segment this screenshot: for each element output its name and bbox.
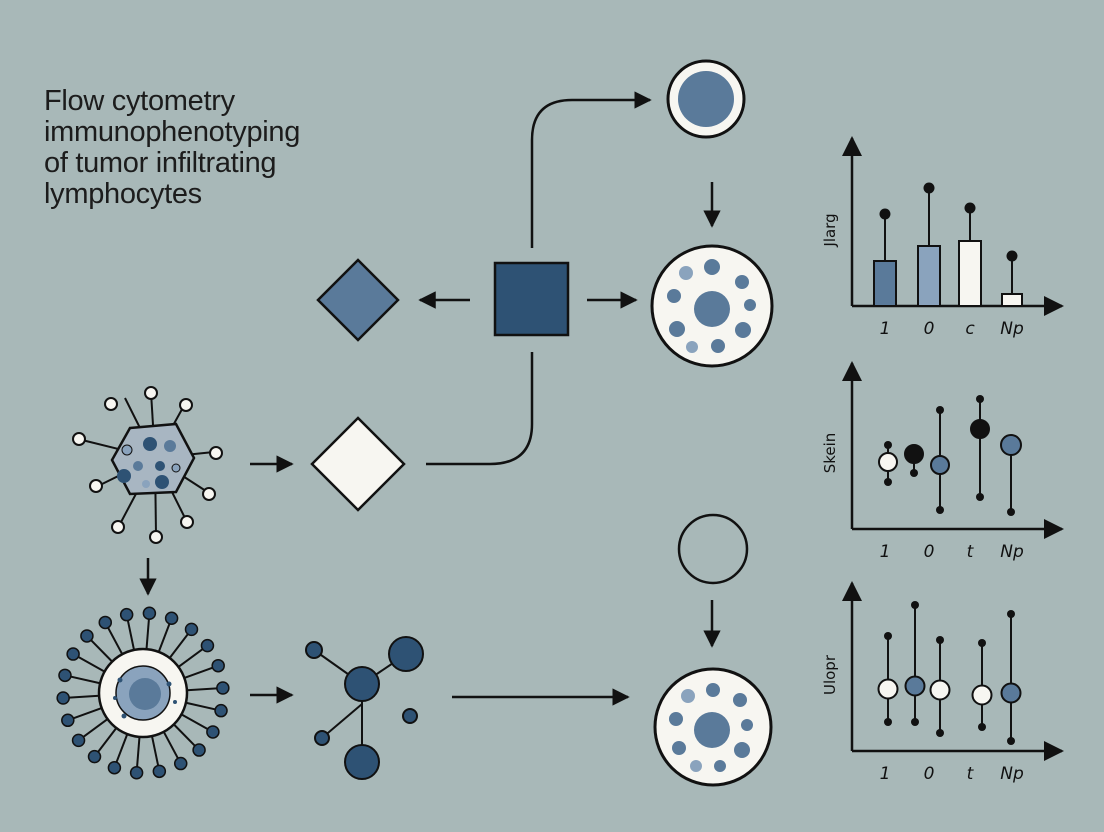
receptor-head [153,765,165,777]
receptor-head [166,612,178,624]
data-point [973,686,992,705]
data-point [879,453,897,471]
range-cap [976,493,984,501]
data-point [1001,435,1021,455]
receptor-head [143,607,155,619]
range-cap [976,395,984,403]
range-cap [936,729,944,737]
connector-diamond-to-square [426,352,532,464]
receptor-head [57,692,69,704]
receptor-head [175,758,187,770]
receptor-head [108,762,120,774]
receptor-head [215,705,227,717]
range-cap [884,478,892,486]
data-point [1002,684,1021,703]
y-axis-label: Jlarg [821,213,839,247]
range-cap [884,632,892,640]
chart-3: Ulopr 1 0 t Np [821,583,1062,784]
range-cap [884,441,892,449]
data-point [906,677,925,696]
x-tick-label: 1 [880,764,891,784]
whisker-cap [965,203,976,214]
range-cap [936,506,944,514]
speckled-cell-top [652,246,772,366]
receptor-head [89,751,101,763]
bar [874,261,896,306]
receptor-head [201,640,213,652]
range-cap [910,469,918,477]
range-cap [978,723,986,731]
receptor-head [99,616,111,628]
data-point [905,445,923,463]
range-cap [911,718,919,726]
range-cap [1007,610,1015,618]
x-tick-label: Np [1000,542,1024,562]
data-point [931,681,950,700]
receptor-head [62,714,74,726]
bar [959,241,981,306]
tumor-cell-icon [73,387,222,543]
receptor-head [131,767,143,779]
bar [1002,294,1022,306]
receptor-head [59,669,71,681]
molecule-network-icon [306,637,423,779]
x-tick-label: 0 [924,319,935,339]
whisker-cap [924,183,935,194]
empty-cell-icon [679,515,747,583]
whisker-cap [1007,251,1018,262]
top-cell-icon [668,61,744,137]
chart-2: Skein 1 0 t Np [821,363,1062,562]
x-tick-label: t [967,542,975,562]
x-tick-label: t [967,764,975,784]
x-tick-label: c [965,319,975,339]
x-tick-label: 1 [880,542,891,562]
receptor-head [73,734,85,746]
receptor-head [81,630,93,642]
whisker-cap [880,209,891,220]
range-cap [911,601,919,609]
blue-diamond [318,260,398,340]
receptor-head [207,726,219,738]
connector-square-to-top-cell [532,100,650,248]
speckled-cell-bottom [655,669,771,785]
x-tick-label: Np [1000,764,1024,784]
x-tick-label: Np [1000,319,1024,339]
receptor-head [212,660,224,672]
receptor-head [121,609,133,621]
range-cap [884,718,892,726]
x-tick-label: 0 [924,542,935,562]
bar [918,246,940,306]
receptor-head [67,648,79,660]
range-cap [936,406,944,414]
x-tick-label: 1 [880,319,891,339]
range-cap [936,636,944,644]
x-tick-label: 0 [924,764,935,784]
y-axis-label: Ulopr [821,654,839,695]
data-point [971,420,989,438]
data-point [931,456,949,474]
chart-1: Jlarg 1 0 c Np [821,138,1062,339]
lymphocyte-icon [57,607,229,778]
range-cap [1007,508,1015,516]
receptor-head [217,682,229,694]
white-diamond [312,418,404,510]
data-point [879,680,898,699]
y-axis-label: Skein [821,433,839,474]
range-cap [978,639,986,647]
gating-square [495,263,568,335]
receptor-head [193,744,205,756]
range-cap [1007,737,1015,745]
receptor-head [185,623,197,635]
